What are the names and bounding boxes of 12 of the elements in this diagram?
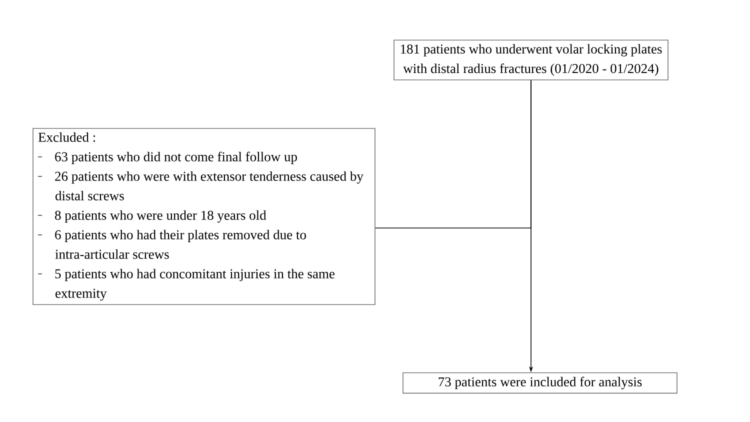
list-item: 63 patients who did not come final follow up bbox=[55, 152, 297, 164]
box-text: 73 patients were included for analysis bbox=[438, 376, 642, 390]
process-box bbox=[394, 40, 668, 80]
list-item: 26 patients who were with extensor tenderness caused by distal screws bbox=[55, 171, 364, 200]
list-item: 8 patients who were under 18 years old bbox=[55, 210, 266, 223]
process-box bbox=[402, 372, 678, 394]
list-item: 6 patients who had their plates removed due to intra-articular screws bbox=[55, 230, 306, 259]
box-text: 181 patients who underwent volar locking plates with distal radius fractures (01/2020 - 01/2024) bbox=[400, 44, 662, 76]
exclusion-box bbox=[32, 128, 376, 306]
list-item: 5 patients who had concomitant injuries in the same extremity bbox=[55, 268, 334, 301]
connector-line bbox=[375, 80, 532, 228]
list-heading: Excluded : bbox=[38, 132, 96, 142]
